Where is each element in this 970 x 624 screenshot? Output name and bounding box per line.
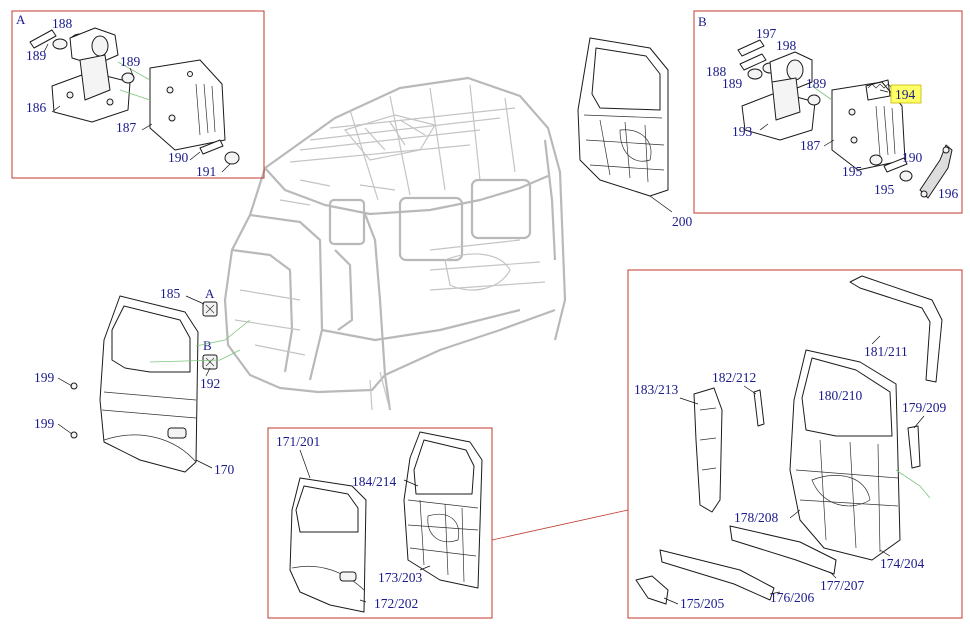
bracket-179 (907, 425, 921, 469)
label-182: 182/212 (712, 370, 756, 385)
label-172: 172/202 (374, 596, 418, 611)
connector-line (491, 509, 629, 541)
label-176: 176/206 (770, 590, 815, 605)
label-189-a1: 189 (26, 48, 47, 63)
door-170 (70, 295, 199, 473)
hinge-a-parts (29, 27, 240, 165)
label-192: 192 (200, 376, 220, 391)
label-193: 193 (732, 124, 753, 139)
label-174: 174/204 (880, 556, 925, 571)
label-189-b1: 189 (722, 76, 743, 91)
label-179: 179/209 (902, 400, 947, 415)
cab-body (223, 76, 567, 411)
label-177: 177/207 (820, 578, 865, 593)
label-198: 198 (776, 38, 797, 53)
detail-box-door-panels (267, 427, 493, 619)
label-184: 184/214 (352, 474, 397, 489)
label-173: 173/203 (378, 570, 423, 585)
label-170: 170 (214, 462, 235, 477)
label-200: 200 (672, 214, 693, 229)
label-175: 175/205 (680, 596, 725, 611)
detail-box-door-structure (627, 269, 963, 619)
window-seal-181 (849, 275, 943, 383)
label-185: 185 (160, 286, 181, 301)
section-label-a: A (16, 12, 26, 27)
door-outer-panel (289, 477, 367, 613)
strip-182 (753, 389, 765, 427)
label-187-b: 187 (800, 138, 821, 153)
detail-box-a (11, 10, 265, 179)
label-194: 194 (895, 87, 916, 102)
bracket-175 (635, 575, 669, 605)
label-190-a: 190 (168, 150, 189, 165)
label-189-a2: 189 (120, 54, 141, 69)
label-199-b: 199 (34, 416, 55, 431)
beam-178 (729, 525, 837, 575)
pillar-183 (693, 387, 723, 513)
hinge-callout-b (202, 354, 218, 370)
label-186: 186 (26, 100, 47, 115)
section-label-b: B (698, 14, 707, 29)
label-183: 183/213 (634, 382, 679, 397)
door-inner-frame (403, 431, 483, 589)
label-188-a: 188 (52, 16, 73, 31)
label-191: 191 (196, 164, 216, 179)
label-178: 178/208 (734, 510, 779, 525)
hinge-b-parts (737, 39, 953, 199)
label-181: 181/211 (864, 344, 908, 359)
label-189-b2: 189 (806, 76, 827, 91)
label-199-a: 199 (34, 370, 55, 385)
label-188-b: 188 (706, 64, 727, 79)
label-196: 196 (938, 186, 959, 201)
beam-176 (659, 549, 775, 601)
label-187-a: 187 (116, 120, 137, 135)
label-195-b: 195 (874, 182, 895, 197)
callout-letter-b: B (203, 338, 212, 353)
door-assembly-right (789, 349, 931, 561)
label-190-b: 190 (902, 150, 923, 165)
label-197: 197 (756, 26, 777, 41)
highlight-194 (890, 84, 922, 104)
callout-letter-a: A (205, 286, 215, 301)
label-195-a: 195 (842, 164, 863, 179)
door-200 (577, 37, 669, 197)
hinge-callout-a (202, 301, 218, 317)
label-171: 171/201 (276, 434, 320, 449)
label-180: 180/210 (818, 388, 863, 403)
detail-box-b (693, 10, 963, 214)
